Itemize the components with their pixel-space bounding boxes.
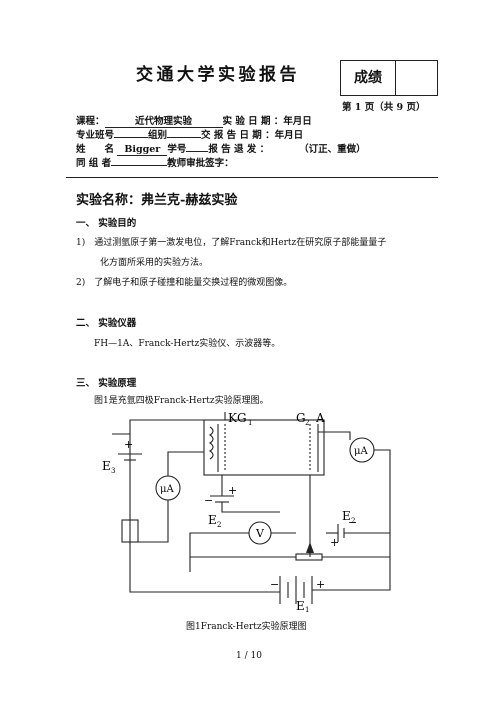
meta-line-partner: 同 组 者 教师审批签字： xyxy=(76,154,234,169)
student-id-value xyxy=(186,140,209,152)
principle-text: 图1是充氩四极Franck-Hertz实验原理图。 xyxy=(94,396,269,406)
label-e2-minus: − xyxy=(348,516,357,529)
return-label: 报 告 退 发 ： xyxy=(208,144,270,155)
equipment-heading: 二、 实验仪器 xyxy=(76,318,137,329)
label-g1-plus: + xyxy=(228,484,237,497)
partner-label: 同 组 者 xyxy=(76,158,112,169)
experiment-name: 实验名称：弗兰克-赫兹实验 xyxy=(76,193,238,208)
franck-hertz-circuit-diagram: KG 1 G 2 A E 3 + μA μA − + E 2 V E 2 + −… xyxy=(102,412,391,612)
purpose-item-1b: 化方面所采用的实验方法。 xyxy=(100,258,209,268)
label-e2-plus: + xyxy=(330,536,339,549)
wire-voltmeter-left xyxy=(189,532,249,572)
name-value: Bigger xyxy=(117,144,168,156)
tube-outline xyxy=(203,419,325,476)
label-e2-right: E xyxy=(342,509,351,523)
page-info: 第 1 页（共 9 页） xyxy=(342,102,426,113)
label-g2: G xyxy=(296,412,306,425)
page-number: 1 / 10 xyxy=(236,651,262,661)
course-label: 课程： xyxy=(76,116,105,127)
class-value xyxy=(114,126,149,138)
label-g1-sub: 1 xyxy=(248,419,252,427)
label-e2-left-sub: 2 xyxy=(217,521,221,529)
equipment-text: FH—1A、Franck-Hertz实验仪、示波器等。 xyxy=(94,339,281,349)
label-g2-sub: 2 xyxy=(305,419,309,427)
potentiometer xyxy=(295,553,323,561)
student-id-label: 学号 xyxy=(167,144,187,155)
label-e1: E xyxy=(296,599,305,612)
filament-coil xyxy=(209,426,214,460)
group-value xyxy=(167,126,202,138)
label-e1-sub: 1 xyxy=(305,606,309,612)
partner-value xyxy=(111,154,168,166)
label-e1-plus: + xyxy=(316,578,325,591)
group-label: 组别 xyxy=(148,130,168,141)
meta-line-course: 课程：近代物理实验实 验 日 期 ：年月日 xyxy=(76,113,312,128)
left-rheostat xyxy=(121,519,139,543)
name-label: 姓 名 xyxy=(76,144,115,155)
grade-box: 成绩 xyxy=(340,60,438,96)
principle-heading: 三、 实验原理 xyxy=(76,378,137,389)
wire-right-down xyxy=(350,449,391,591)
return-note: （订正、重做） xyxy=(299,144,366,155)
wire-ua-top xyxy=(167,451,204,476)
date-label: 实 验 日 期 ：年月日 xyxy=(222,116,312,127)
grade-label: 成绩 xyxy=(341,61,396,95)
class-label: 专业班号 xyxy=(76,130,115,141)
label-e2-right-sub: 2 xyxy=(351,517,355,525)
label-ua-right: μA xyxy=(354,446,368,457)
figure-caption: 图1Franck-Hertz实验原理图 xyxy=(186,622,307,632)
label-e3-sub: 3 xyxy=(111,467,115,475)
wire-left-down xyxy=(129,434,280,593)
label-e3: E xyxy=(102,459,111,473)
header-divider xyxy=(66,177,438,178)
slider-arrow-icon xyxy=(306,542,314,553)
report-title: 交通大学实验报告 xyxy=(136,65,300,85)
anode-lead xyxy=(318,431,351,440)
submit-date-label: 交 报 告 日 期 ：年月日 xyxy=(201,130,304,141)
meta-line-class: 专业班号 组别 交 报 告 日 期 ：年月日 xyxy=(76,126,303,141)
label-e2-left: E xyxy=(208,513,217,527)
teacher-label: 教师审批签字： xyxy=(167,158,234,169)
wire-g1-bias xyxy=(221,502,280,513)
purpose-heading: 一、 实验目的 xyxy=(76,218,137,229)
wire-ua-bottom xyxy=(130,500,169,543)
label-a: A xyxy=(315,412,325,425)
label-v: V xyxy=(255,527,265,540)
course-value: 近代物理实验 xyxy=(104,116,223,128)
label-e3-plus: + xyxy=(124,438,133,451)
purpose-item-1a: 1) 通过测氩原子第一激发电位，了解Franck和Hertz在研究原子部能量量子 xyxy=(76,238,387,248)
label-ua-left: μA xyxy=(160,484,174,495)
label-e1-minus: − xyxy=(270,578,279,591)
purpose-item-2: 2) 了解电子和原子碰撞和能量交换过程的微观图像。 xyxy=(76,278,293,288)
label-kg: KG xyxy=(228,412,247,425)
wire-top-left xyxy=(112,419,204,435)
label-g1-minus: − xyxy=(204,494,213,507)
